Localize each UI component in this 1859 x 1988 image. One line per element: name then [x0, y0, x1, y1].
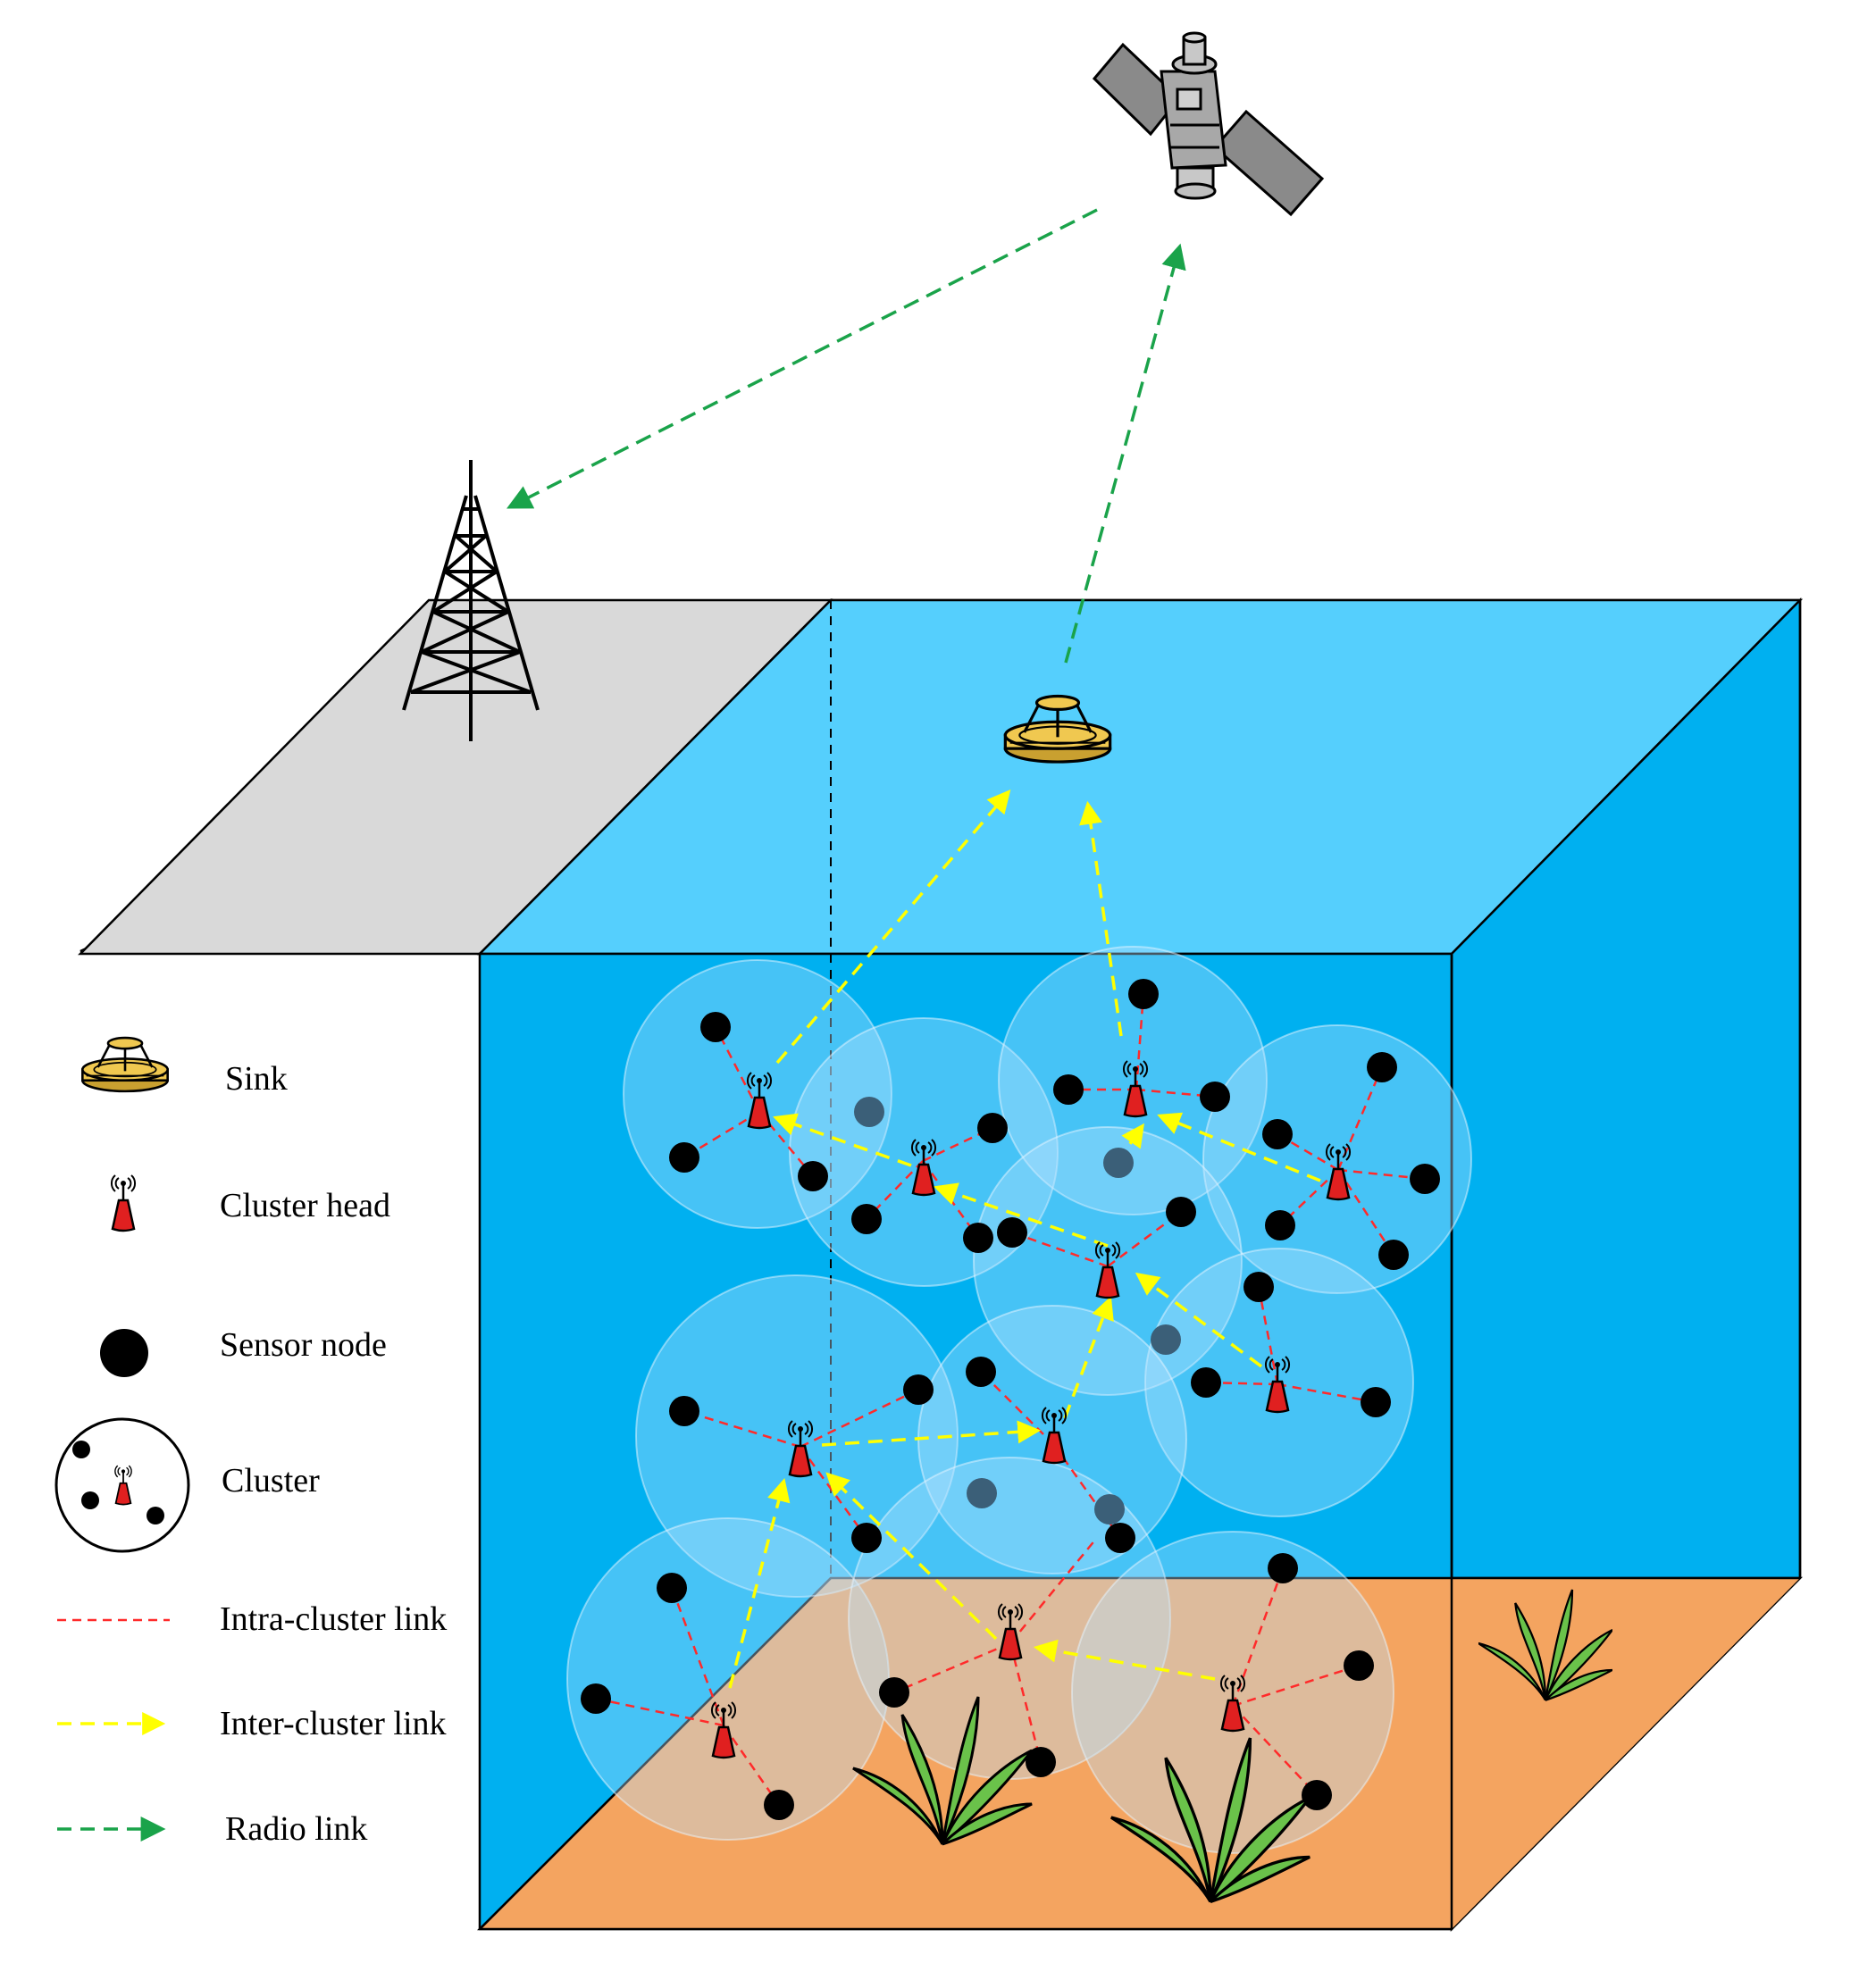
sensor-node [851, 1204, 882, 1234]
cluster [566, 1517, 890, 1841]
clusters [566, 946, 1472, 1854]
sensor-node [977, 1113, 1008, 1143]
sensor-node [1262, 1119, 1293, 1149]
sink-buoy-icon [81, 1036, 169, 1093]
sensor-nodes [581, 979, 1440, 1820]
sensor-node [1265, 1210, 1295, 1240]
sensor-node [879, 1677, 909, 1708]
sensor-node [669, 1396, 699, 1426]
satellite-icon [1092, 31, 1325, 217]
sensor-node [700, 1012, 731, 1042]
legend-radio-link-label: Radio link [225, 1810, 367, 1848]
cluster [635, 1274, 959, 1598]
sensor-node [1103, 1148, 1134, 1178]
sensor-node [1166, 1197, 1196, 1227]
sensor-node [1344, 1650, 1374, 1681]
sensor-node [1053, 1074, 1084, 1105]
inter-cluster-links [728, 789, 1321, 1689]
sensor-node [764, 1790, 794, 1820]
cluster-head-icon [110, 1174, 137, 1232]
sensor-node [903, 1374, 934, 1405]
sensor-node [1302, 1780, 1332, 1810]
legend-cluster-head-label: Cluster head [220, 1187, 390, 1224]
legend-cluster-label: Cluster [222, 1462, 320, 1499]
cluster [998, 946, 1268, 1215]
sensor-node [851, 1523, 882, 1553]
sensor-node [1200, 1082, 1230, 1112]
sensor-node [1026, 1747, 1056, 1777]
sensor-node [1151, 1324, 1181, 1355]
sensor-node [967, 1478, 997, 1508]
sensor-node-legend-icon [100, 1329, 148, 1377]
sensor-node [1094, 1494, 1125, 1524]
sensor-node [963, 1223, 993, 1253]
legend: Sink Cluster head Sensor node Cluster In… [54, 1036, 447, 1848]
sensor-node [669, 1142, 699, 1173]
radio-links [507, 208, 1186, 664]
sensor-node [1410, 1164, 1440, 1194]
legend-inter-link-label: Inter-cluster link [220, 1705, 447, 1742]
legend-intra-link-label: Intra-cluster link [220, 1600, 447, 1638]
sensor-node [1361, 1387, 1391, 1417]
sensor-node [1268, 1553, 1298, 1583]
sensor-node [854, 1097, 884, 1127]
legend-sensor-node-label: Sensor node [220, 1326, 387, 1364]
sensor-node [581, 1683, 611, 1714]
sensor-node [657, 1573, 687, 1603]
sensor-node [798, 1161, 828, 1191]
sensor-node [1105, 1523, 1135, 1553]
sensor-node [1128, 979, 1159, 1009]
sensor-node [1378, 1240, 1409, 1270]
sensor-node [997, 1217, 1027, 1248]
sensor-node [966, 1357, 996, 1387]
sensor-node [1367, 1052, 1397, 1082]
legend-sink-label: Sink [225, 1060, 288, 1098]
sensor-node [1191, 1367, 1221, 1398]
sensor-node [1244, 1272, 1274, 1302]
radio-tower-icon [402, 460, 540, 741]
